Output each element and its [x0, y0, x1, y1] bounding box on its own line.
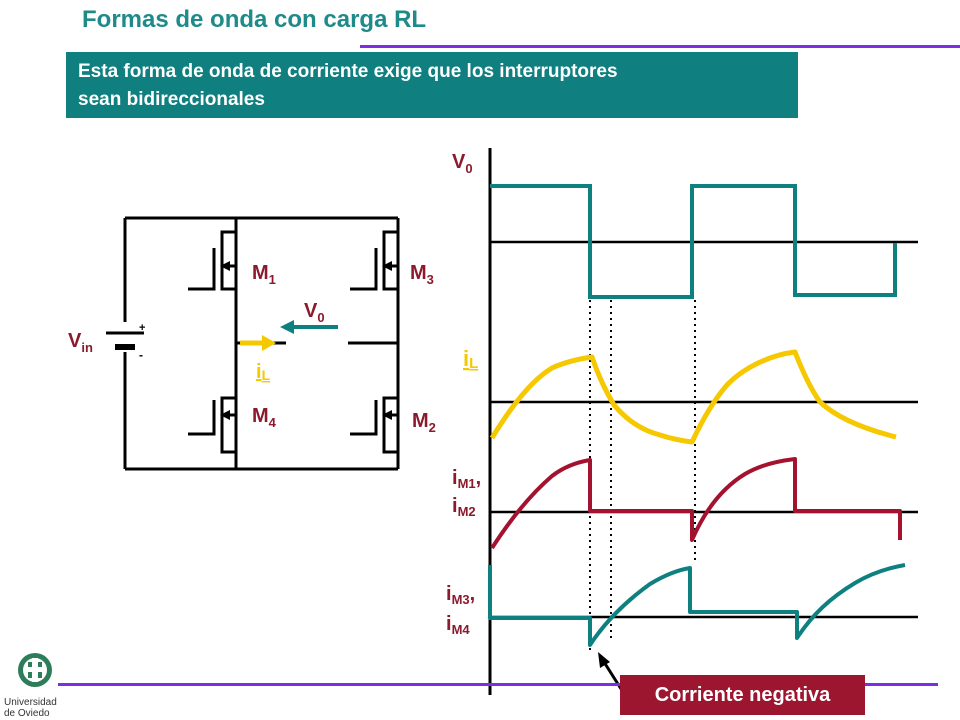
m2-label: M2 — [412, 410, 436, 435]
university-name-line1: Universidad — [4, 697, 57, 708]
mosfet-m3-icon — [350, 230, 398, 291]
info-banner: Esta forma de onda de corriente exige qu… — [66, 52, 798, 118]
im34-label-line1: iM3, — [446, 583, 475, 607]
il-arrow-icon — [240, 335, 276, 351]
im12-label-line1: iM1, — [452, 467, 481, 491]
m4-label: M4 — [252, 405, 277, 430]
battery-icon — [106, 331, 144, 350]
im12-label-line2: iM2 — [452, 495, 476, 519]
im12-waveform — [490, 457, 902, 550]
negative-current-arrow-icon — [598, 652, 625, 693]
v0-arrow-icon — [280, 320, 338, 334]
im34-waveform — [488, 563, 906, 647]
il-waveform — [489, 349, 897, 445]
negative-current-label: Corriente negativa — [620, 675, 865, 715]
v0-waveform — [490, 184, 897, 299]
bottom-divider — [58, 683, 938, 686]
battery-plus-label: + — [139, 322, 145, 334]
h-bridge-circuit — [123, 216, 400, 471]
mosfet-m4-icon — [188, 396, 236, 454]
m1-label: M1 — [252, 262, 276, 287]
banner-line-2: sean bidireccionales — [78, 89, 265, 110]
page-title: Formas de onda con carga RL — [82, 6, 427, 33]
circuit-il-label: iL — [256, 361, 271, 383]
m3-label: M3 — [410, 262, 434, 287]
circuit-v0-label: V0 — [304, 300, 325, 325]
top-divider — [360, 45, 960, 48]
vin-label: Vin — [68, 330, 93, 355]
university-name: Universidad de Oviedo — [4, 697, 68, 719]
university-name-line2: de Oviedo — [4, 708, 50, 719]
mosfet-m1-icon — [188, 230, 236, 291]
university-logo — [18, 653, 52, 687]
battery-minus-label: - — [139, 348, 143, 362]
v0-label: V0 — [452, 151, 473, 176]
university-crest-icon — [18, 653, 52, 687]
il-label: iL — [463, 346, 478, 372]
im34-label-line2: iM4 — [446, 613, 470, 637]
banner-line-1: Esta forma de onda de corriente exige qu… — [78, 61, 618, 82]
mosfet-m2-icon — [350, 396, 398, 454]
